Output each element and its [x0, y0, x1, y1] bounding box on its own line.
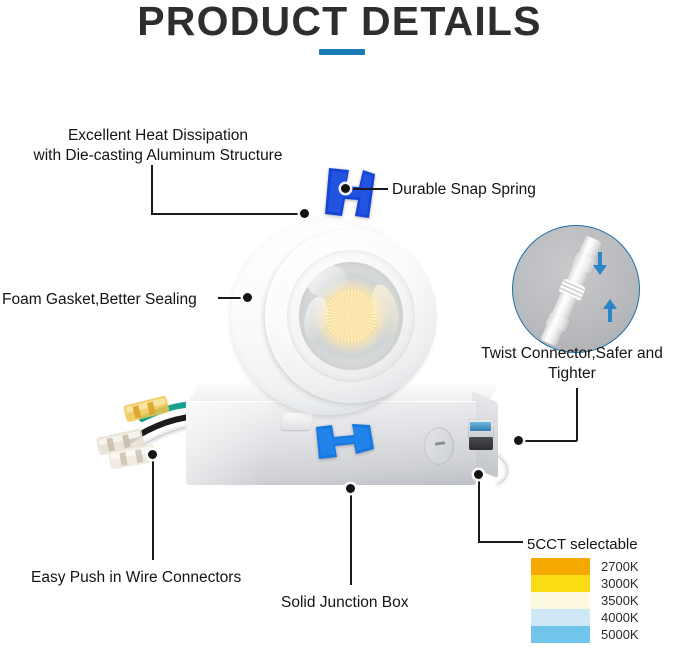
junction-box-tab [280, 413, 314, 430]
callout-label-twist-connector: Twist Connector,Safer and Tighter [481, 345, 663, 382]
twist-connector-inset [512, 225, 640, 353]
callout-label-foam-gasket: Foam Gasket,Better Sealing [2, 291, 197, 308]
leader-line-foam-gasket [218, 297, 246, 299]
cct-legend: 2700K 3000K 3500K 4000K 5000K [531, 558, 639, 643]
callout-dot-foam-gasket [243, 293, 252, 302]
cct-row: 3000K [531, 575, 639, 592]
leader-line-twist-connector [576, 388, 578, 441]
cct-color-swatch [531, 592, 590, 609]
cct-color-swatch [531, 626, 590, 643]
callout-label-heat-dissipation: Excellent Heat Dissipation with Die-cast… [33, 127, 283, 164]
callout-dot-junction-box [346, 484, 355, 493]
cct-temperature-label: 3000K [601, 576, 639, 591]
cct-temperature-label: 4000K [601, 610, 639, 625]
cct-switch-body [468, 419, 494, 439]
cct-row: 5000K [531, 626, 639, 643]
callout-dot-cct [474, 470, 483, 479]
cct-temperature-label: 5000K [601, 627, 639, 642]
callout-label-cct: 5CCT selectable [527, 536, 638, 553]
leader-line-cct [478, 541, 523, 543]
junction-box-knockout [424, 427, 454, 465]
downlight-trim [231, 219, 437, 415]
gimbal-housing [265, 229, 437, 403]
snap-spring-icon [319, 166, 377, 222]
cct-switch-socket [469, 437, 493, 450]
leader-line-twist-connector [521, 440, 577, 442]
lens-facet [300, 294, 332, 342]
callout-dot-heat [300, 209, 309, 218]
callout-label-easy-push: Easy Push in Wire Connectors [31, 569, 242, 586]
leader-line-junction-box [350, 489, 352, 585]
cct-row: 4000K [531, 609, 639, 626]
leader-line-easy-push [152, 456, 154, 560]
gimbal-inner-ring [287, 250, 415, 382]
leader-line-heat [151, 165, 153, 215]
leader-line-snap-spring [348, 188, 388, 190]
title-underline [319, 49, 365, 55]
callout-dot-easy-push [148, 450, 157, 459]
callout-label-snap-spring: Durable Snap Spring [392, 181, 536, 198]
page-title: PRODUCT DETAILS [137, 0, 542, 44]
snap-spring-icon [310, 423, 378, 463]
twist-arrow-up-icon [601, 298, 619, 322]
callout-label-junction-box: Solid Junction Box [281, 594, 409, 611]
callout-dot-snap-spring [341, 184, 350, 193]
leader-line-cct [478, 476, 480, 542]
cct-temperature-label: 3500K [601, 593, 639, 608]
cct-color-swatch [531, 609, 590, 626]
cct-color-swatch [531, 575, 590, 592]
cct-temperature-label: 2700K [601, 559, 639, 574]
cct-color-swatch [531, 558, 590, 575]
cct-switch-dial [470, 422, 491, 431]
junction-box [185, 383, 499, 493]
cct-selector-switch[interactable] [468, 419, 494, 453]
led-lens [299, 262, 403, 370]
cct-row: 2700K [531, 558, 639, 575]
leader-line-heat [151, 213, 304, 215]
twist-arrow-down-icon [591, 252, 609, 276]
cct-row: 3500K [531, 592, 639, 609]
lens-facet [367, 281, 403, 339]
callout-dot-twist-connector [514, 436, 523, 445]
